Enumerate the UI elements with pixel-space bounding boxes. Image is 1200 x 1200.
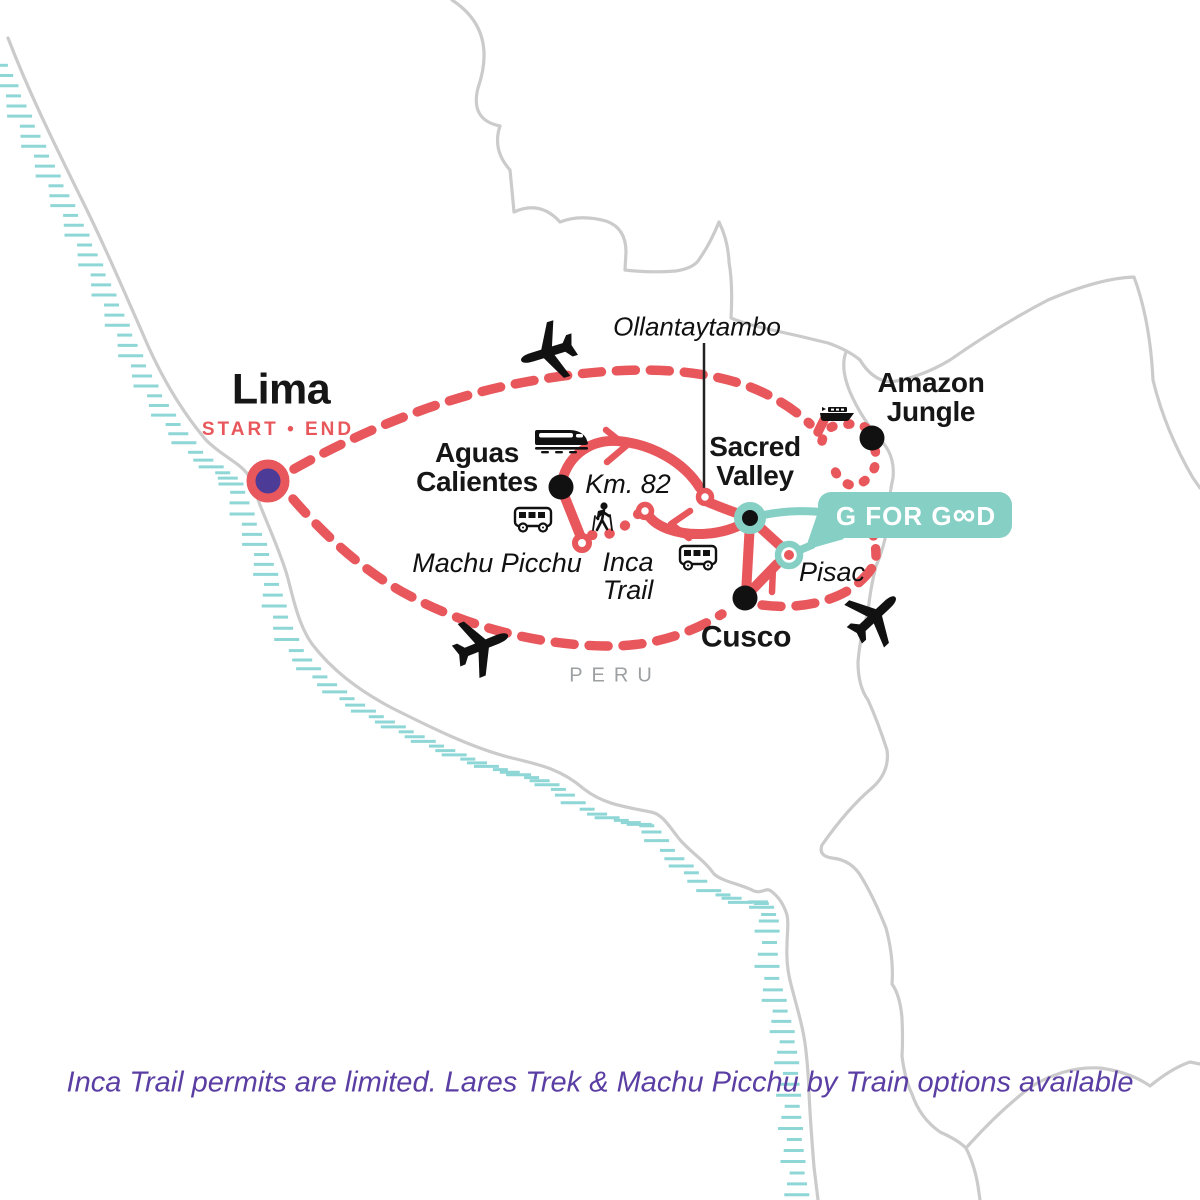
arrow-northeast-icon	[752, 563, 777, 596]
amazon-jungle-line1: Amazon	[877, 366, 985, 398]
hiker-icon	[592, 502, 613, 532]
pisac-label: Pisac	[798, 556, 866, 587]
markers	[246, 425, 885, 611]
badge-label: G FOR G∞D	[836, 496, 996, 532]
country-label: PERU	[569, 664, 661, 687]
plane-southwest-icon	[451, 621, 509, 679]
marker-start-end-lima	[246, 459, 290, 503]
flight-routes-dashed	[288, 365, 881, 651]
route-cusco-lima-dashed	[288, 494, 727, 651]
marker-machu-picchu	[572, 533, 592, 553]
boat-icon	[820, 407, 854, 421]
lima-label: Lima	[231, 365, 331, 414]
route-lima-amazon-dashed	[289, 365, 815, 474]
inca-trail-line1: Inca	[602, 546, 654, 577]
marker-cusco	[732, 585, 758, 611]
amazon-loop-dotted-a	[817, 419, 875, 446]
marker-sacred-valley	[734, 502, 766, 534]
aguas-calientes-label: Aguas Calientes	[416, 438, 538, 496]
plane-west-icon	[521, 320, 578, 378]
marker-pisac-dot	[784, 550, 794, 560]
amazon-loop-dotted-b	[827, 445, 881, 490]
bus-icon	[513, 506, 553, 533]
inca-trail-label: Inca Trail	[602, 548, 653, 604]
itinerary-note: Inca Trail permits are limited. Lares Tr…	[66, 1066, 1134, 1099]
marker-aguas-calientes	[548, 474, 574, 500]
coast-hatching	[0, 63, 810, 1197]
arrow-east-icon	[602, 426, 630, 466]
cusco-label: Cusco	[700, 620, 792, 654]
marker-km82	[635, 501, 655, 521]
coastline	[6, 36, 820, 1200]
route-cusco-east-dashed	[757, 551, 881, 612]
badge-body	[818, 492, 1012, 538]
transport-icons	[451, 320, 896, 679]
ollantaytambo-label: Ollantaytambo	[613, 311, 781, 342]
g-for-good-badge: G FOR G∞D	[805, 492, 1012, 550]
route-sacredvalley-km82	[643, 509, 751, 540]
km82-label: Km. 82	[585, 468, 671, 499]
sacred-valley-line1: Sacred	[709, 430, 801, 462]
bus-icon	[678, 544, 718, 571]
arrow-west-icon	[667, 507, 694, 542]
plane-southeast-icon	[844, 596, 896, 648]
route-cusco-sacredvalley	[741, 517, 755, 599]
train-icon	[535, 430, 588, 454]
aguas-calientes-line1: Aguas	[434, 436, 520, 468]
machu-picchu-label: Machu Picchu	[412, 547, 582, 578]
amazon-jungle-line2: Jungle	[886, 396, 976, 427]
border-river-east	[964, 1060, 1200, 1150]
inca-trail-line2: Trail	[602, 575, 654, 605]
marker-amazon-jungle	[859, 425, 885, 451]
amazon-jungle-label: Amazon Jungle	[877, 368, 984, 426]
marker-ollantaytambo	[695, 487, 715, 507]
route-arrows	[602, 426, 777, 596]
border-north	[450, 0, 862, 362]
amazon-loop-dash	[813, 415, 829, 437]
sacred-valley-label: Sacred Valley	[709, 432, 801, 490]
aguas-calientes-line2: Calientes	[416, 466, 538, 497]
border-northeast	[858, 275, 1200, 490]
lima-start-end-label: START • END	[201, 419, 355, 441]
sacred-valley-line2: Valley	[716, 460, 794, 491]
